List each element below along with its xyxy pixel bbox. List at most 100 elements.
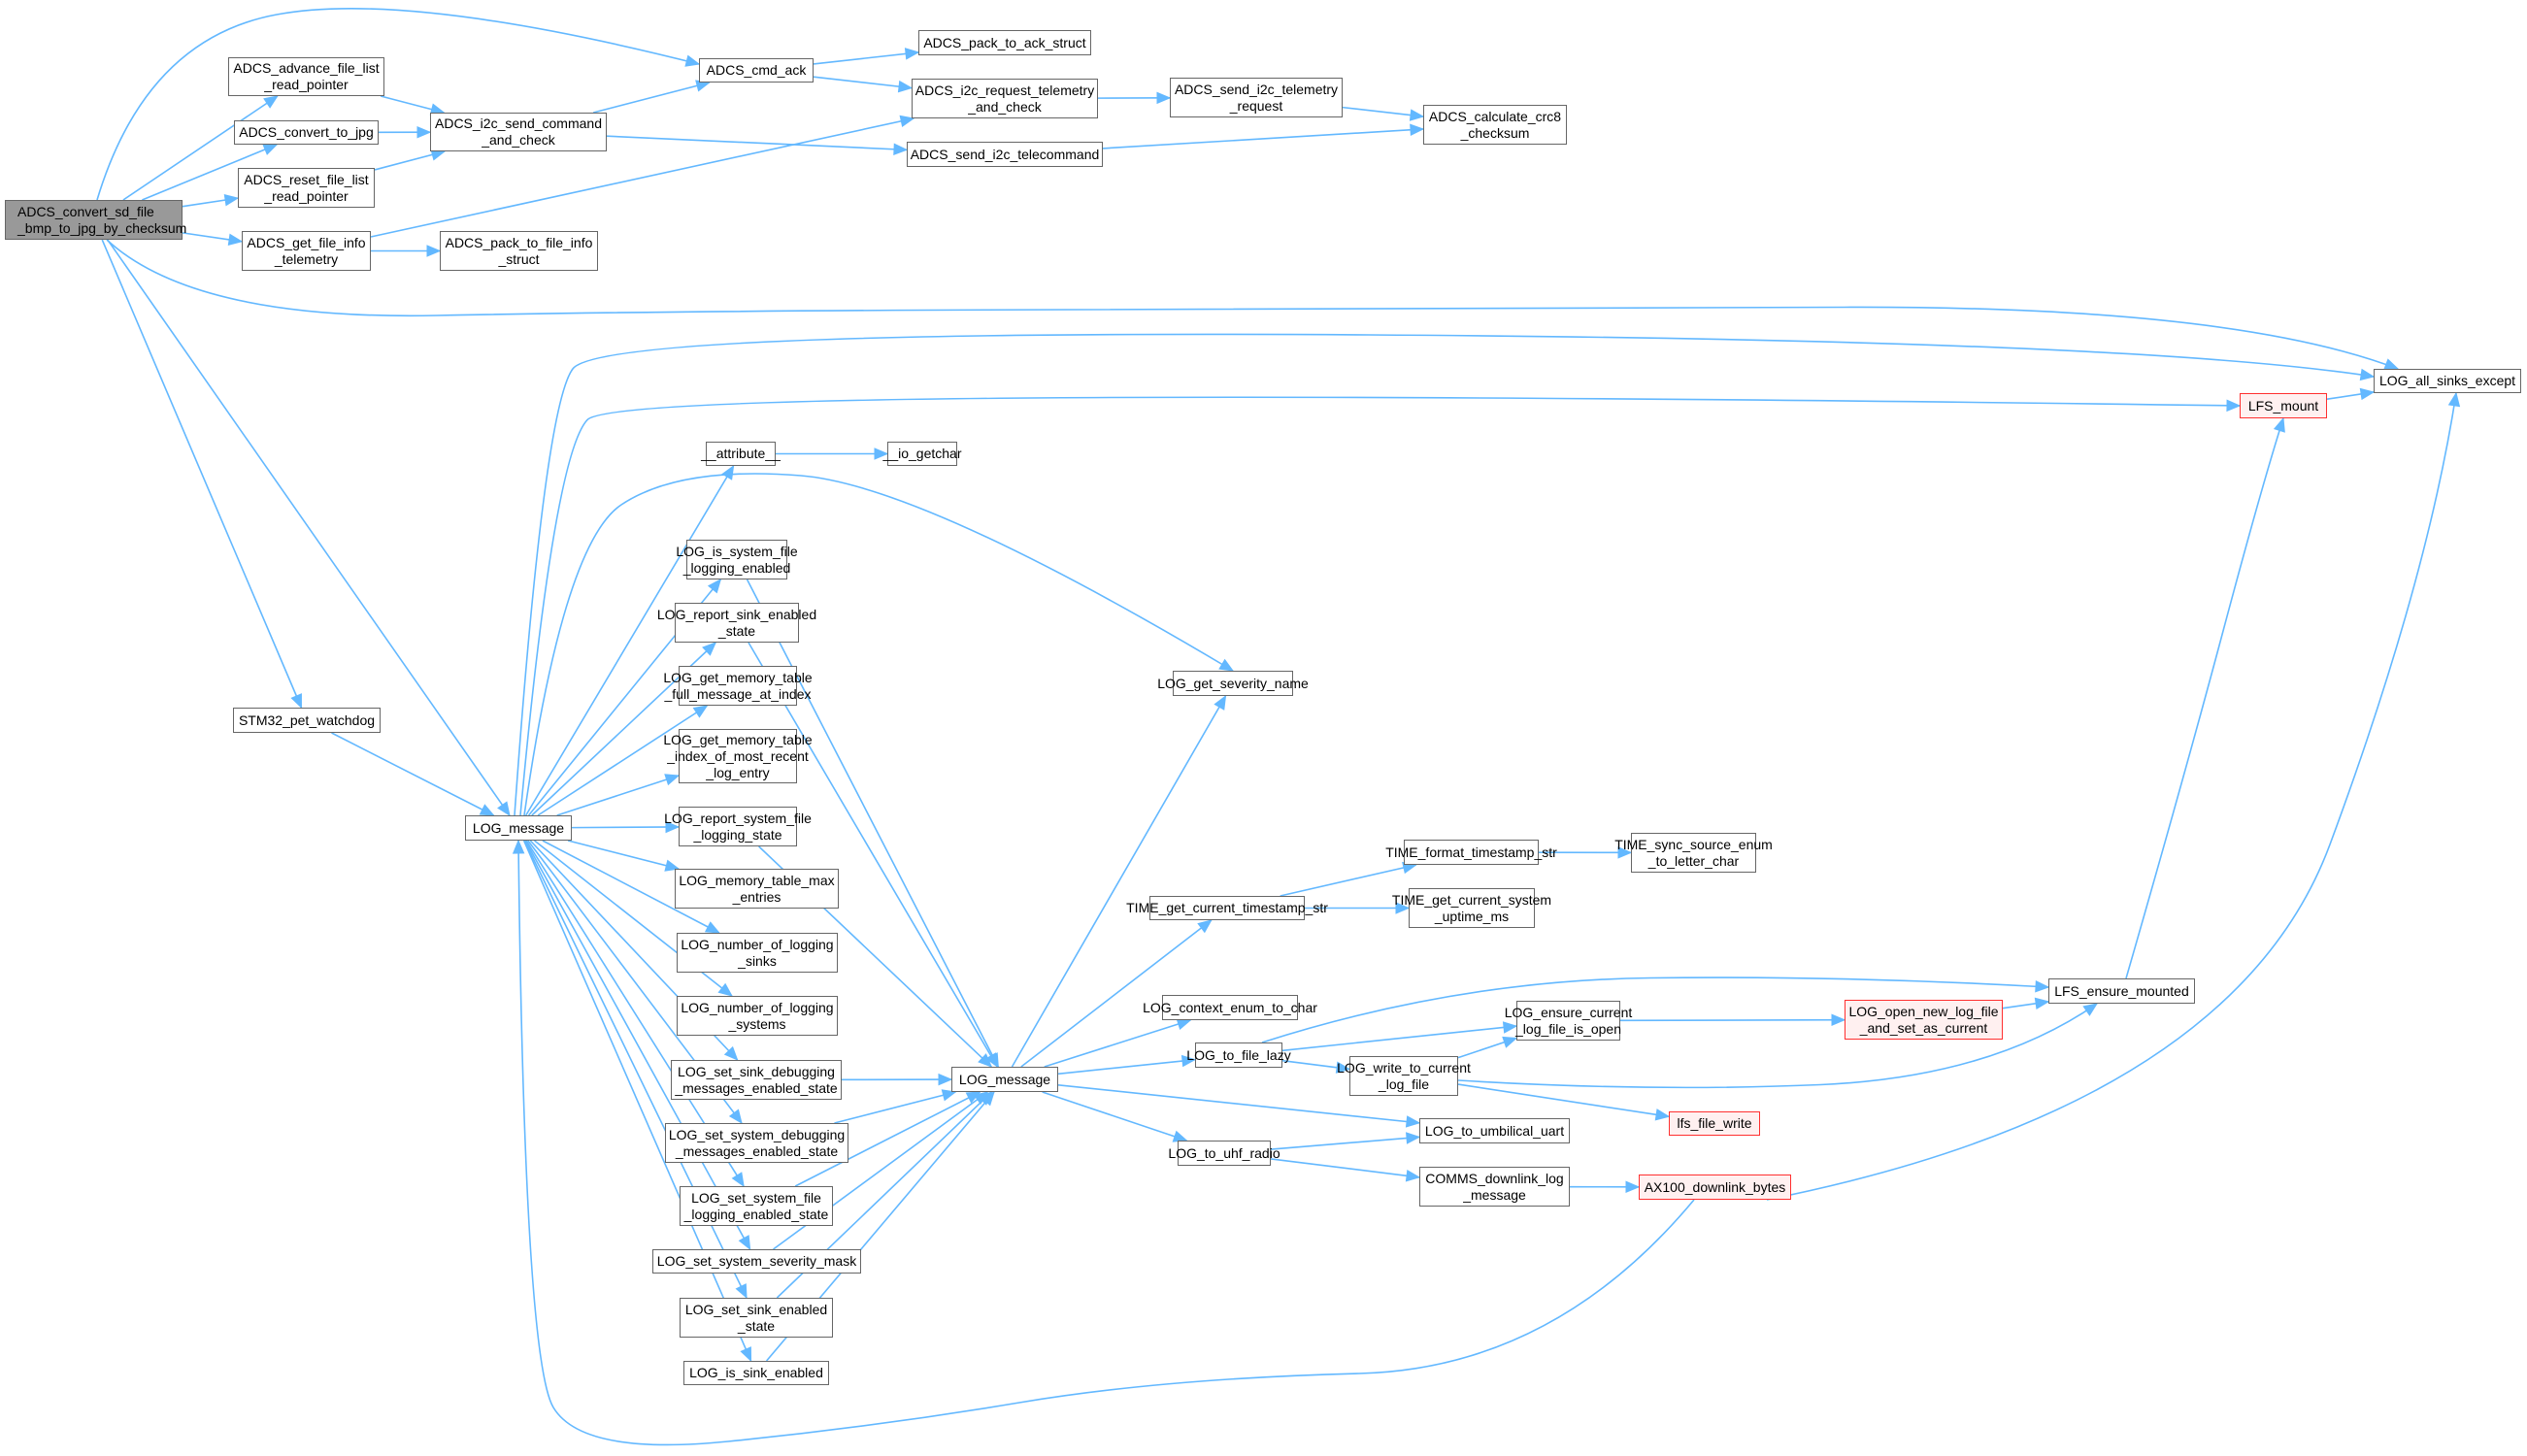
edge-logmsg1-to-attr — [525, 465, 735, 816]
node-ax100-downlink-bytes[interactable]: AX100_downlink_bytes — [1639, 1175, 1791, 1200]
node-log-context-enum-to-char[interactable]: LOG_context_enum_to_char — [1143, 995, 1317, 1020]
edge-logmsg2-to-uhf — [1042, 1091, 1187, 1142]
node-adcs-convert-to-jpg[interactable]: ADCS_convert_to_jpg — [234, 120, 379, 145]
node-log-set-sink-enabled-state[interactable]: LOG_set_sink_enabled_state — [680, 1298, 833, 1338]
node-adcs-reset-file-list-read-pointer[interactable]: ADCS_reset_file_list_read_pointer — [238, 168, 375, 208]
node-label-line: LOG_ensure_current — [1504, 1004, 1633, 1020]
node-adcs-cmd-ack[interactable]: ADCS_cmd_ack — [699, 58, 814, 83]
node-time-format-timestamp-str[interactable]: TIME_format_timestamp_str — [1385, 840, 1557, 865]
edge-fmtts-to-syncsrc-arrowhead-icon — [1617, 846, 1633, 859]
edge-root-to-cmdack — [96, 8, 700, 201]
node-log-ensure-current-log-file-is-open[interactable]: LOG_ensure_current_log_file_is_open — [1505, 1001, 1632, 1041]
node-adcs-calculate-crc8-checksum[interactable]: ADCS_calculate_crc8_checksum — [1423, 105, 1567, 145]
node-time-get-current-timestamp-str[interactable]: TIME_get_current_timestamp_str — [1126, 896, 1328, 920]
node-io-getchar[interactable]: __io_getchar — [883, 442, 961, 466]
edge-setsysdbg-to-logmsg2-arrowhead-icon — [941, 1089, 957, 1102]
edge-logmsg1-to-numsinks — [542, 840, 720, 934]
node-log-all-sinks-except[interactable]: LOG_all_sinks_except — [2374, 369, 2521, 393]
edge-logmsg1-to-setsysfile-arrowhead-icon — [731, 1172, 745, 1188]
node-label-line: ADCS_send_i2c_telecommand — [910, 146, 1100, 162]
edge-root-to-allsinks — [106, 239, 2399, 370]
node-adcs-advance-file-list-read-pointer[interactable]: ADCS_advance_file_list_read_pointer — [228, 57, 384, 96]
edge-lfsmount-to-allsinks-arrowhead-icon — [2359, 387, 2376, 401]
node-label-line: LOG_to_file_lazy — [1186, 1046, 1291, 1063]
node-label-line: ADCS_convert_sd_file — [17, 203, 154, 219]
node-label-line: LOG_get_severity_name — [1157, 675, 1309, 691]
node-time-get-current-system-uptime-ms[interactable]: TIME_get_current_system_uptime_ms — [1392, 888, 1551, 928]
edge-logmsg1-to-sevname-arrowhead-icon — [1218, 658, 1235, 672]
node-log-message[interactable]: LOG_message — [465, 815, 572, 841]
node-comms-downlink-log-message[interactable]: COMMS_downlink_log_message — [1419, 1167, 1570, 1207]
edge-logmsg1-to-attr-arrowhead-icon — [721, 464, 735, 480]
node-label-line: LOG_report_system_file — [664, 810, 812, 826]
edge-sendtelreq-to-crc8 — [1342, 106, 1424, 117]
edge-logmsg2-to-ctxenum-arrowhead-icon — [1176, 1018, 1192, 1031]
node-label-line: TIME_get_current_timestamp_str — [1126, 900, 1328, 915]
edge-logmsg2-to-sevname — [1011, 695, 1227, 1068]
node-label-line: ADCS_pack_to_file_info — [445, 234, 593, 250]
node-label-line: LOG_memory_table_max — [679, 872, 835, 888]
node-lfs-ensure-mounted[interactable]: LFS_ensure_mounted — [2048, 978, 2195, 1004]
node-log-is-sink-enabled[interactable]: LOG_is_sink_enabled — [683, 1361, 829, 1385]
edge-logmsg2-to-ctxenum — [1044, 1019, 1191, 1068]
node-time-sync-source-enum-to-letter-char[interactable]: TIME_sync_source_enum_to_letter_char — [1614, 833, 1773, 873]
node-log-to-umbilical-uart[interactable]: LOG_to_umbilical_uart — [1419, 1118, 1570, 1143]
node-stm32-pet-watchdog[interactable]: STM32_pet_watchdog — [233, 708, 381, 733]
node-adcs-send-i2c-telemetry-request[interactable]: ADCS_send_i2c_telemetry_request — [1170, 78, 1343, 117]
node-adcs-send-i2c-telecommand[interactable]: ADCS_send_i2c_telecommand — [907, 142, 1103, 167]
node-adcs-i2c-request-telemetry-and-check[interactable]: ADCS_i2c_request_telemetry_and_check — [912, 79, 1098, 118]
node-lfs-mount[interactable]: LFS_mount — [2240, 393, 2327, 418]
edge-logmsg1-to-memfull-arrowhead-icon — [692, 705, 709, 718]
node-log-set-system-debugging-messages-enabled-state[interactable]: LOG_set_system_debugging_messages_enable… — [665, 1123, 848, 1163]
node-label-line: ADCS_i2c_send_command — [435, 116, 602, 131]
edge-issinken-to-logmsg2-arrowhead-icon — [981, 1091, 995, 1107]
node-log-set-system-file-logging-enabled-state[interactable]: LOG_set_system_file_logging_enabled_stat… — [680, 1186, 833, 1226]
edge-wdog-to-logmsg1-arrowhead-icon — [479, 804, 495, 816]
edge-filelazy-to-ensureopen-arrowhead-icon — [1502, 1021, 1518, 1034]
edge-root-to-logmsg1 — [107, 239, 511, 816]
node-log-open-new-log-file-and-set-as-current[interactable]: LOG_open_new_log_file_and_set_as_current — [1845, 1000, 2003, 1040]
edge-logmsg1-to-setsinkdbg-arrowhead-icon — [723, 1045, 739, 1061]
node-label-line: ADCS_advance_file_list — [233, 60, 380, 76]
node-attribute[interactable]: __attribute__ — [701, 442, 781, 466]
edge-sendtc-to-crc8-arrowhead-icon — [1410, 123, 1425, 137]
node-log-set-sink-debugging-messages-enabled-state[interactable]: LOG_set_sink_debugging_messages_enabled_… — [671, 1060, 842, 1100]
node-label-line: _log_file — [1378, 1075, 1430, 1092]
node-label-line: LOG_message — [472, 819, 565, 836]
node-log-report-system-file-logging-state[interactable]: LOG_report_system_file_logging_state — [664, 807, 812, 846]
node-log-to-uhf-radio[interactable]: LOG_to_uhf_radio — [1168, 1141, 1280, 1166]
node-log-message[interactable]: LOG_message — [951, 1067, 1058, 1092]
node-log-get-memory-table-index-of-most-recent-log-entry[interactable]: LOG_get_memory_table_index_of_most_recen… — [663, 729, 813, 783]
node-log-number-of-logging-sinks[interactable]: LOG_number_of_logging_sinks — [677, 933, 838, 973]
node-log-memory-table-max-entries[interactable]: LOG_memory_table_max_entries — [675, 869, 839, 909]
edge-logmsg1-to-issinken — [522, 840, 752, 1362]
edge-filelazy-to-lfsensure-arrowhead-icon — [2035, 979, 2050, 993]
node-adcs-i2c-send-command-and-check[interactable]: ADCS_i2c_send_command_and_check — [430, 113, 607, 151]
node-label-line: _index_of_most_recent — [667, 747, 809, 764]
edge-cmdack-to-packack — [813, 51, 919, 65]
node-log-get-memory-table-full-message-at-index[interactable]: LOG_get_memory_table_full_message_at_ind… — [663, 666, 813, 706]
node-adcs-pack-to-file-info-struct[interactable]: ADCS_pack_to_file_info_struct — [440, 231, 598, 271]
node-label-line: _uptime_ms — [1434, 908, 1510, 924]
edge-logmsg1-to-numsinks-arrowhead-icon — [704, 921, 720, 934]
node-lfs-file-write[interactable]: lfs_file_write — [1669, 1111, 1760, 1136]
node-adcs-get-file-info-telemetry[interactable]: ADCS_get_file_info_telemetry — [242, 231, 371, 271]
edge-ax100-to-allsinks — [1766, 392, 2457, 1201]
node-adcs-convert-sd-file-bmp-to-jpg-by-checksum: ADCS_convert_sd_file_bmp_to_jpg_by_check… — [5, 200, 186, 240]
node-log-to-file-lazy[interactable]: LOG_to_file_lazy — [1186, 1042, 1291, 1068]
node-log-is-system-file-logging-enabled[interactable]: LOG_is_system_file_logging_enabled — [676, 540, 798, 579]
node-label-line: COMMS_downlink_log — [1425, 1170, 1564, 1186]
node-log-get-severity-name[interactable]: LOG_get_severity_name — [1157, 671, 1309, 696]
node-label-line: _message — [1463, 1186, 1526, 1203]
node-log-write-to-current-log-file[interactable]: LOG_write_to_current_log_file — [1337, 1056, 1471, 1096]
node-log-report-sink-enabled-state[interactable]: LOG_report_sink_enabled_state — [657, 603, 816, 643]
node-label-line: LOG_write_to_current — [1337, 1059, 1471, 1075]
node-log-set-system-severity-mask[interactable]: LOG_set_system_severity_mask — [652, 1249, 861, 1274]
edge-filelazy-to-writecur-arrowhead-icon — [1335, 1061, 1351, 1074]
edge-logmsg1-to-sevname — [523, 473, 1234, 816]
node-log-number-of-logging-systems[interactable]: LOG_number_of_logging_systems — [677, 996, 838, 1036]
node-label-line: LOG_set_system_file — [691, 1189, 821, 1206]
node-adcs-pack-to-ack-struct[interactable]: ADCS_pack_to_ack_struct — [918, 30, 1091, 55]
edge-ensureopen-to-opennew — [1619, 1018, 1845, 1022]
edge-root-to-reset-arrowhead-icon — [223, 193, 240, 207]
